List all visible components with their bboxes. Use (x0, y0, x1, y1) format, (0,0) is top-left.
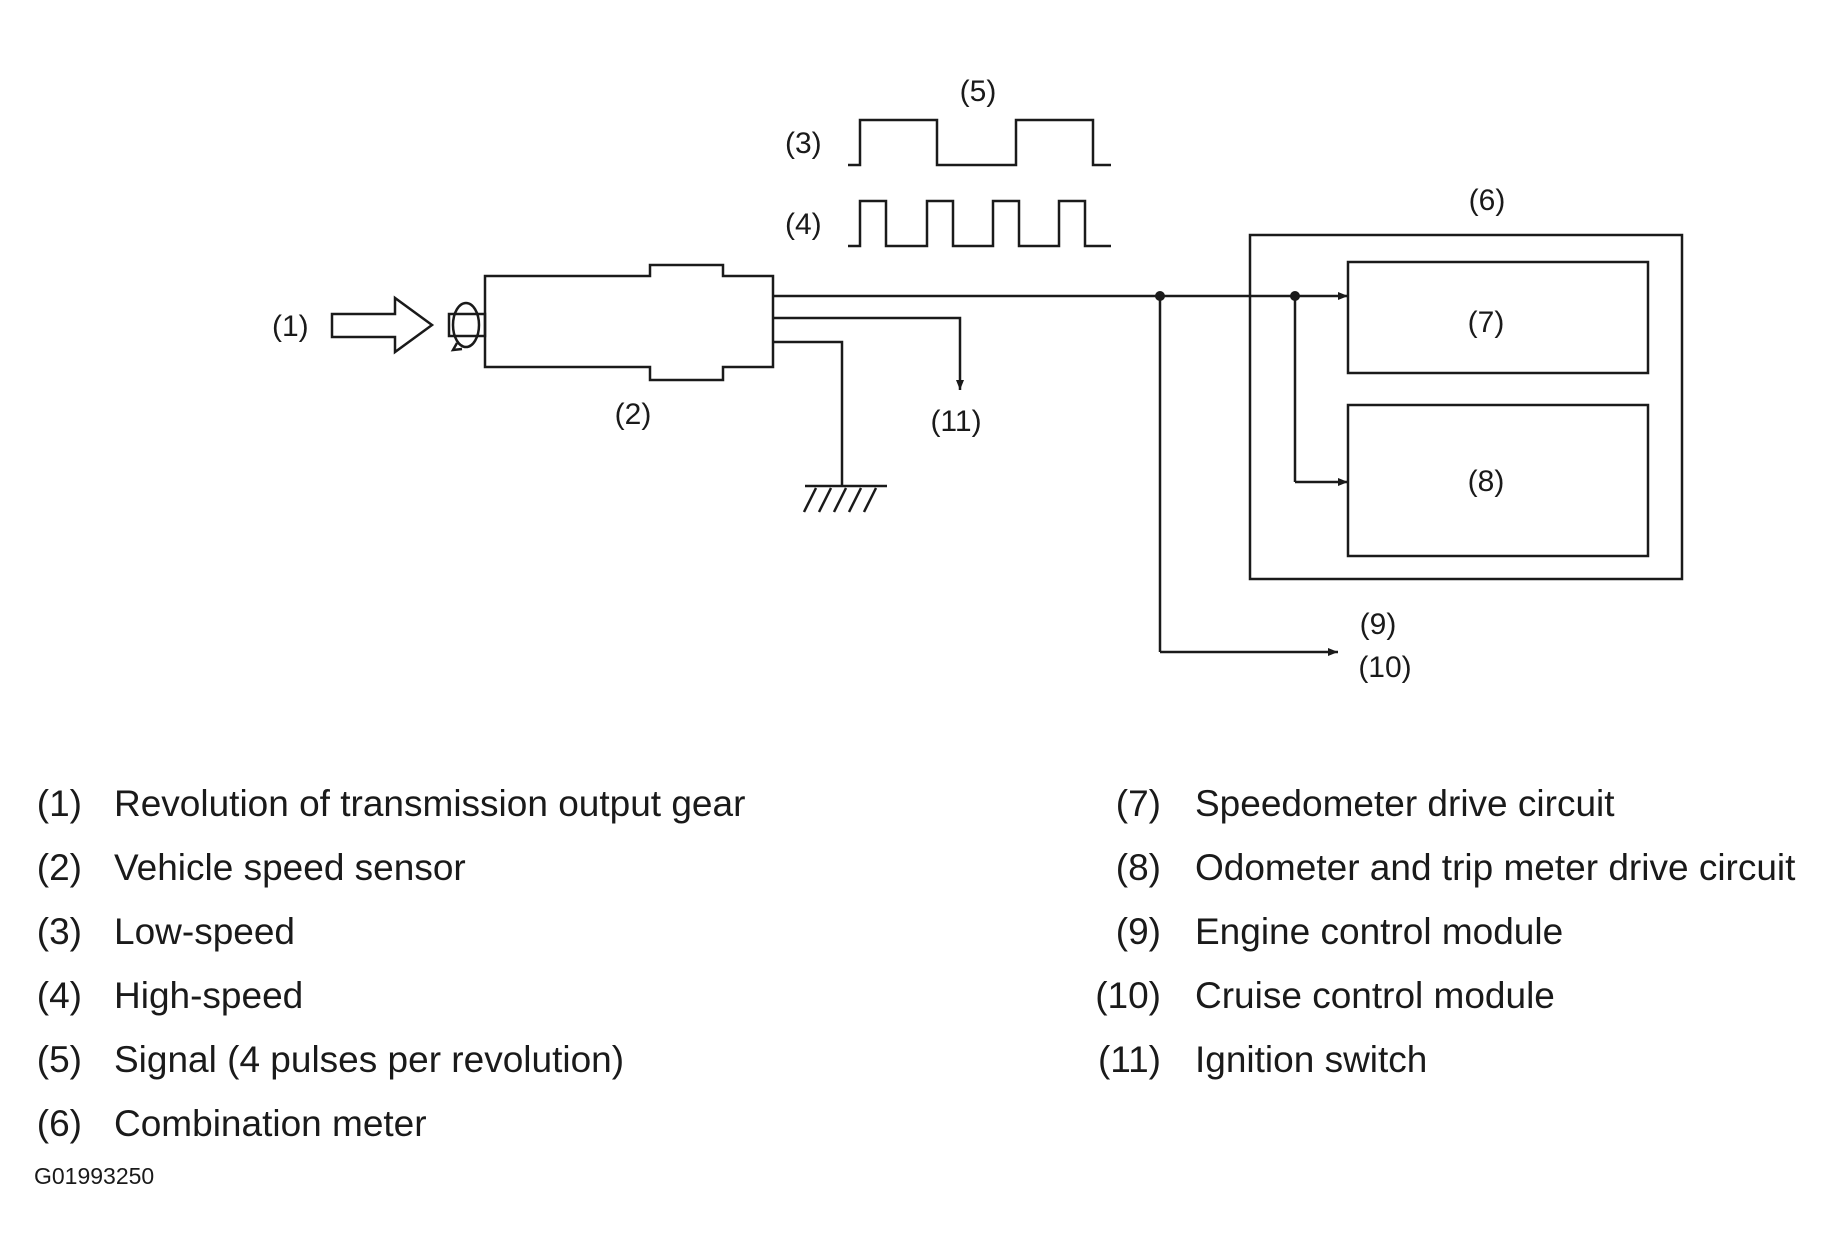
legend-number: (7) (1115, 783, 1161, 824)
legend-item: (5) Signal (4 pulses per revolution) (30, 1028, 745, 1092)
ground-symbol (773, 342, 887, 512)
junction-dot (1290, 291, 1300, 301)
callout-6: (6) (1469, 184, 1506, 217)
junction-dot (1155, 291, 1165, 301)
legend-text: Odometer and trip meter drive circuit (1195, 847, 1796, 888)
ignition-switch-wire (773, 318, 964, 390)
speedometer-drive-circuit-box (1348, 262, 1648, 373)
legend-right-column: (7) Speedometer drive circuit (8) Odometer… (1085, 772, 1795, 1092)
legend-item: (2) Vehicle speed sensor (30, 836, 745, 900)
input-revolution-arrow (332, 298, 432, 352)
legend-item: (4) High-speed (30, 964, 745, 1028)
legend-number: (8) (1115, 847, 1161, 888)
legend-text: Revolution of transmission output gear (114, 783, 746, 824)
legend-text: Signal (4 pulses per revolution) (114, 1039, 625, 1080)
legend-number: (4) (36, 975, 82, 1016)
high-speed-waveform (848, 201, 1111, 246)
legend-left-column: (1) Revolution of transmission output gea… (30, 772, 746, 1156)
legend-text: Speedometer drive circuit (1195, 783, 1615, 824)
callout-8: (8) (1468, 465, 1505, 498)
odometer-drive-circuit-box (1348, 405, 1648, 556)
legend-text: High-speed (114, 975, 304, 1016)
legend-item: (3) Low-speed (30, 900, 745, 964)
low-speed-waveform (848, 120, 1111, 165)
legend-item: (8) Odometer and trip meter drive circuit (1085, 836, 1796, 900)
callout-7: (7) (1468, 306, 1505, 339)
callout-1: (1) (272, 310, 309, 343)
callout-9: (9) (1360, 608, 1397, 641)
callout-3: (3) (785, 127, 822, 160)
legend-item: (6) Combination meter (30, 1092, 745, 1156)
figure-id: G01993250 (34, 1163, 155, 1189)
legend-number: (1) (36, 783, 82, 824)
output-gear-shaft (449, 301, 485, 350)
callout-4: (4) (785, 208, 822, 241)
legend-number: (2) (36, 847, 82, 888)
legend-number: (6) (36, 1103, 82, 1144)
legend-item: (9) Engine control module (1085, 900, 1795, 964)
callout-2: (2) (615, 398, 652, 431)
callout-5: (5) (960, 75, 997, 108)
signal-wiring (773, 291, 1348, 656)
legend-number: (10) (1095, 975, 1161, 1016)
legend-text: Engine control module (1195, 911, 1564, 952)
legend-number: (9) (1115, 911, 1161, 952)
vehicle-speed-sensor-body (485, 265, 773, 380)
legend-number: (3) (36, 911, 82, 952)
legend-number: (5) (36, 1039, 82, 1080)
legend-text: Low-speed (114, 911, 296, 952)
callout-10: (10) (1358, 651, 1411, 684)
legend-text: Cruise control module (1195, 975, 1555, 1016)
combination-meter-box (1250, 235, 1682, 579)
legend-number: (11) (1097, 1039, 1161, 1080)
legend-text: Combination meter (114, 1103, 427, 1144)
legend-item: (11) Ignition switch (1085, 1028, 1795, 1092)
legend-item: (7) Speedometer drive circuit (1085, 772, 1795, 836)
legend-item: (1) Revolution of transmission output gea… (30, 772, 746, 836)
legend-text: Ignition switch (1195, 1039, 1428, 1080)
legend-text: Vehicle speed sensor (114, 847, 466, 888)
callout-11: (11) (930, 405, 981, 438)
legend-item: (10) Cruise control module (1085, 964, 1795, 1028)
